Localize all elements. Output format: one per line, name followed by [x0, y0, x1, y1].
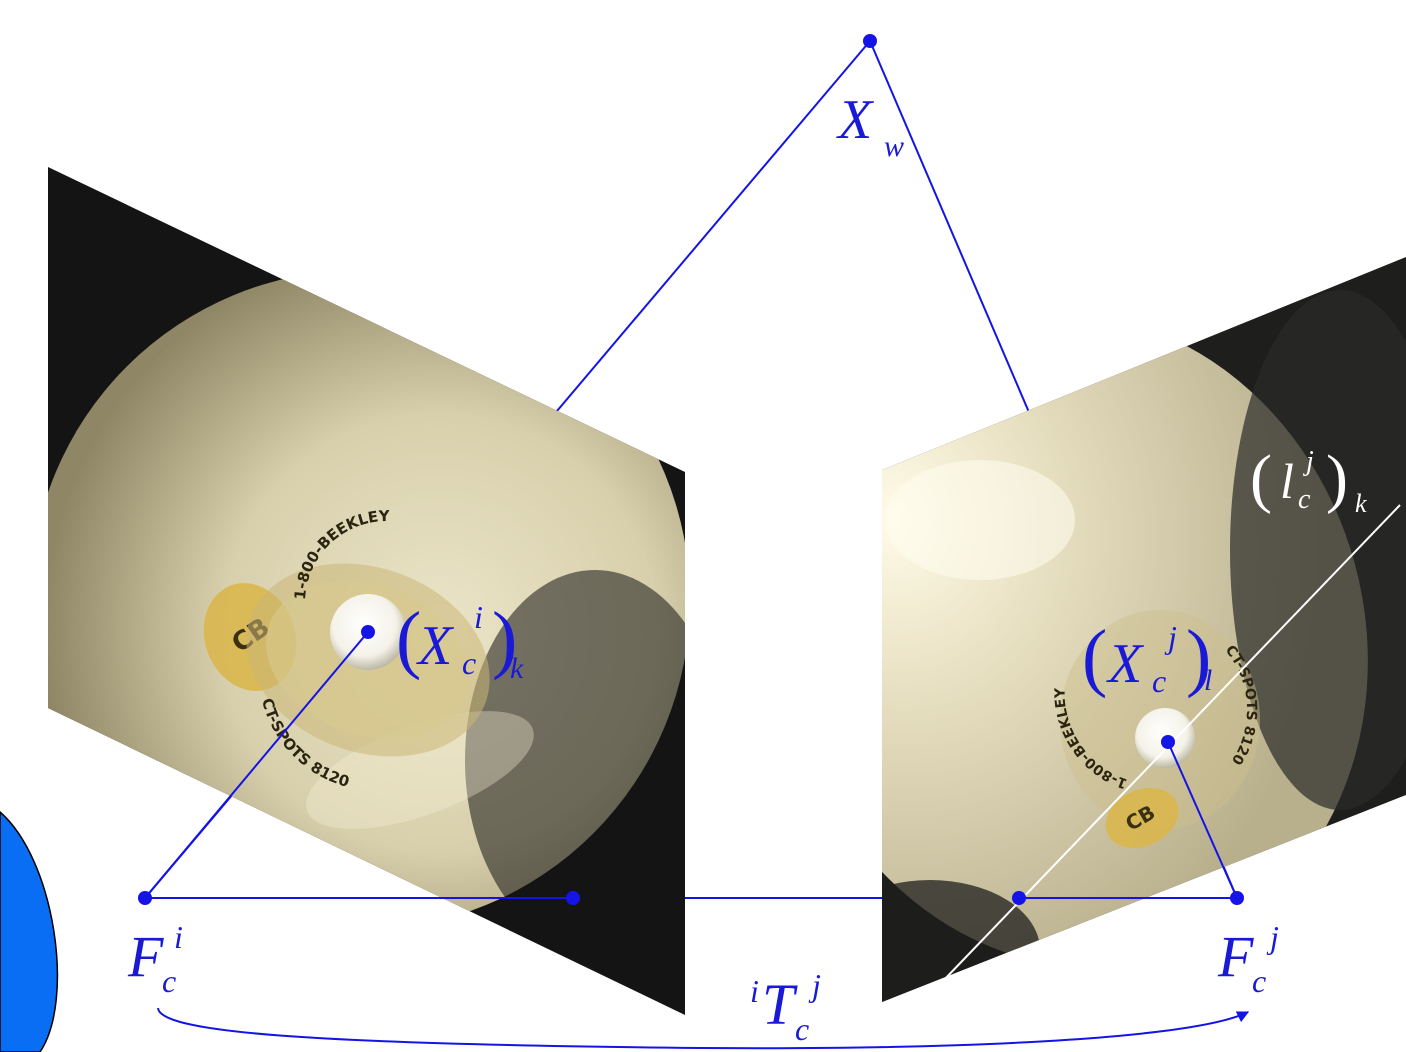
transform-arrow: [157, 1007, 1250, 1050]
svg-text:T: T: [762, 972, 798, 1037]
svg-text:F: F: [127, 924, 164, 989]
camera-image-j: CB 1-800-BEEKLEY CT-SPOTS 8120: [882, 257, 1406, 1002]
svg-text:X: X: [836, 89, 875, 151]
svg-text:j: j: [1303, 446, 1314, 477]
label-transform: i T j c: [750, 967, 821, 1047]
svg-text:l: l: [1204, 664, 1212, 697]
svg-text:j: j: [1164, 619, 1177, 655]
svg-text:(: (: [1250, 442, 1272, 515]
svg-text:i: i: [174, 919, 183, 955]
svg-text:(: (: [396, 597, 421, 681]
label-image-point-j: ( X j c ) l: [1082, 615, 1212, 699]
ray-camera-j-to-image-point: [1167, 741, 1238, 899]
label-epipolar-line: ( l j c ) k: [1250, 442, 1367, 518]
label-camera-i: F i c: [127, 919, 183, 999]
camera-image-i: CB 1-800-BEEKLEY CT-SPOTS 8120: [48, 167, 685, 1015]
label-camera-j: F j c: [1217, 919, 1279, 999]
svg-text:c: c: [462, 645, 476, 681]
svg-text:c: c: [162, 963, 176, 999]
math-labels: X w F i c F j c i T j c ( X i c ) k: [127, 89, 1279, 1047]
world-point-dot: [863, 34, 877, 48]
epipole-j-dot: [1012, 891, 1026, 905]
svg-text:c: c: [1252, 963, 1266, 999]
svg-text:c: c: [1298, 484, 1311, 515]
image-point-i-dot: [361, 625, 375, 639]
svg-text:j: j: [808, 967, 821, 1003]
epipole-i-dot: [566, 891, 580, 905]
svg-text:k: k: [1355, 489, 1367, 518]
svg-text:c: c: [795, 1011, 809, 1047]
svg-text:F: F: [1217, 924, 1254, 989]
label-image-point-i: ( X i c ) k: [396, 597, 524, 685]
svg-text:(: (: [1082, 615, 1107, 699]
points: [138, 34, 1244, 905]
svg-text:j: j: [1266, 919, 1279, 955]
svg-text:k: k: [510, 652, 524, 685]
partial-circle-shape: [0, 811, 59, 1052]
svg-text:c: c: [1152, 663, 1166, 699]
ct-spot-marker-right: CB 1-800-BEEKLEY CT-SPOTS 8120: [1053, 610, 1260, 849]
svg-text:i: i: [474, 599, 483, 635]
ray-camera-i-to-image-point: [144, 631, 369, 899]
image-point-j-dot: [1161, 735, 1175, 749]
camera-center-j-dot: [1230, 891, 1244, 905]
svg-text:X: X: [416, 615, 455, 677]
svg-text:X: X: [1106, 633, 1145, 695]
svg-text:l: l: [1280, 453, 1294, 509]
svg-text:): ): [1326, 442, 1348, 515]
camera-center-i-dot: [138, 891, 152, 905]
svg-text:i: i: [750, 973, 759, 1009]
svg-text:): ): [492, 597, 517, 681]
svg-text:w: w: [884, 130, 904, 163]
svg-text:): ): [1186, 615, 1211, 699]
label-world-point: X w: [836, 89, 904, 163]
